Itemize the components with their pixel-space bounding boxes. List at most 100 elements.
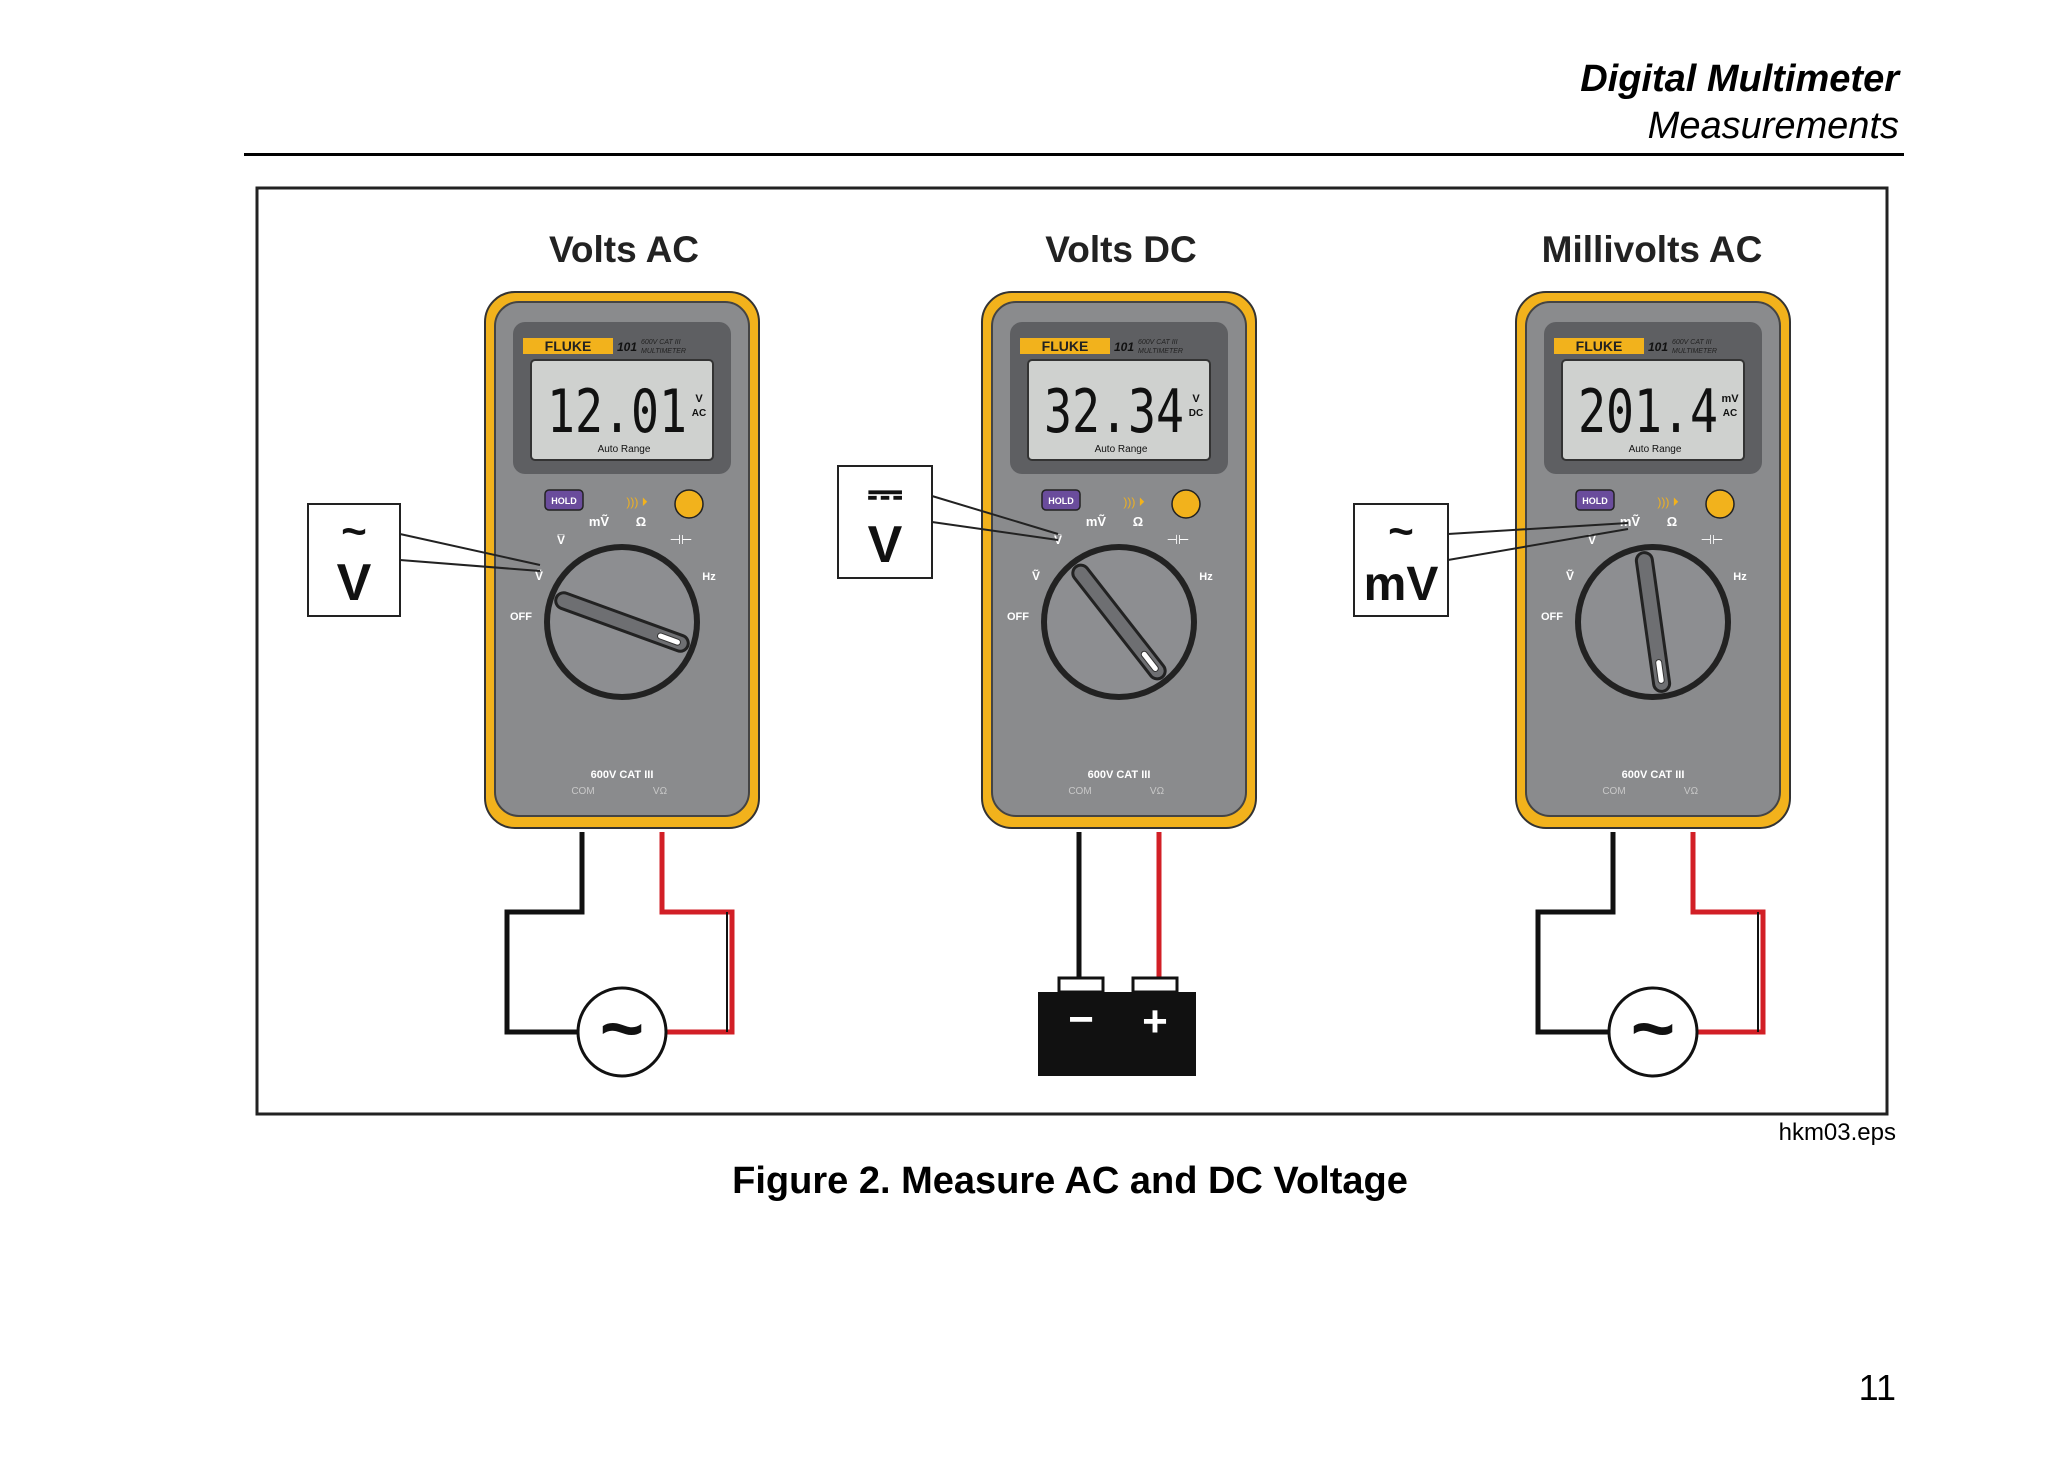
- yellow-button: [674, 489, 704, 519]
- mode-dc-v-label: V̅: [557, 533, 565, 547]
- type-label: MULTIMETER: [1138, 348, 1183, 355]
- yellow-button: [1171, 489, 1201, 519]
- lcd-screen: [530, 359, 714, 461]
- callout-leader: [931, 495, 1059, 541]
- header-subtitle: Measurements: [1647, 105, 1899, 147]
- mode-mv-label: mṼ: [1620, 514, 1641, 529]
- lcd-reading: 201.4: [1578, 377, 1718, 447]
- callout-leader: [399, 533, 541, 572]
- jack-v-label: VΩ: [1150, 786, 1165, 797]
- continuity-icon: ))) ⏵: [1657, 495, 1678, 509]
- jack-com-label: COM: [1068, 786, 1091, 797]
- ac-source-symbol: ~: [600, 986, 644, 1071]
- callout-mode-symbol: ~: [1388, 507, 1414, 556]
- rating-label: 600V CAT III: [1138, 339, 1178, 346]
- lcd-unit: V: [1192, 393, 1200, 405]
- hold-label: HOLD: [551, 496, 577, 506]
- jack-rating-label: 600V CAT III: [1622, 769, 1685, 781]
- lcd-screen: [1561, 359, 1745, 461]
- lcd-unit: V: [695, 393, 703, 405]
- callout-mode-symbol: ~: [341, 507, 367, 556]
- jack-rating-label: 600V CAT III: [591, 769, 654, 781]
- lcd-range-label: Auto Range: [1629, 444, 1682, 455]
- off-label: OFF: [1007, 611, 1029, 623]
- brand-strip: [1020, 338, 1110, 354]
- battery: [1038, 992, 1196, 1076]
- lcd-screen: [1027, 359, 1211, 461]
- rating-label: 600V CAT III: [641, 339, 681, 346]
- callout-leader: [1447, 522, 1629, 561]
- jack-rating-label: 600V CAT III: [1088, 769, 1151, 781]
- lcd-mode: DC: [1189, 408, 1203, 419]
- figure-filename: hkm03.eps: [1778, 1119, 1896, 1146]
- off-label: OFF: [510, 611, 532, 623]
- brand-logo: FLUKE: [1042, 338, 1089, 354]
- continuity-icon: ))) ⏵: [626, 495, 647, 509]
- capacitance-icon: ⊣⊢: [1167, 532, 1190, 547]
- ac-source: [1607, 986, 1699, 1078]
- mode-ac-v-label: Ṽ: [1566, 568, 1574, 583]
- mode-mv-label: mṼ: [589, 514, 610, 529]
- hold-label: HOLD: [1582, 496, 1608, 506]
- black-lead: [1535, 832, 1616, 1035]
- callout-box: [1353, 503, 1449, 617]
- meter-panel-2: Volts DC FLUKE 101 600V CAT III MULTIMETER 32…: [837, 229, 1257, 1076]
- red-lead: [659, 832, 735, 1035]
- hold-label: HOLD: [1048, 496, 1074, 506]
- ac-source: [576, 986, 668, 1078]
- ac-source-symbol: ~: [1631, 986, 1675, 1071]
- model-number: 101: [1648, 340, 1668, 354]
- panel-title: Volts DC: [1045, 229, 1196, 270]
- callout-box: [837, 465, 933, 579]
- lcd-reading: 12.01: [547, 377, 687, 447]
- jack-v-label: VΩ: [1684, 786, 1699, 797]
- mode-dc-v-label: V̅: [1588, 533, 1596, 547]
- lcd-mode: AC: [1723, 408, 1737, 419]
- hold-button: [1041, 489, 1081, 511]
- brand-logo: FLUKE: [1576, 338, 1623, 354]
- battery-plus: +: [1142, 997, 1168, 1046]
- lcd-mode: AC: [692, 408, 706, 419]
- page-number: 11: [1858, 1367, 1896, 1408]
- hold-button: [1575, 489, 1615, 511]
- figure-caption: Figure 2. Measure AC and DC Voltage: [732, 1160, 1408, 1202]
- capacitance-icon: ⊣⊢: [1701, 532, 1724, 547]
- dial-indicator: [657, 632, 681, 646]
- type-label: MULTIMETER: [1672, 348, 1717, 355]
- hz-label: Hz: [702, 571, 716, 583]
- panel-title: Volts AC: [549, 229, 699, 270]
- callout-unit: V: [868, 516, 903, 574]
- brand-strip: [523, 338, 613, 354]
- jack-com-label: COM: [571, 786, 594, 797]
- battery-minus: −: [1068, 995, 1094, 1044]
- hz-label: Hz: [1733, 571, 1747, 583]
- dial-pointer: [1634, 551, 1672, 693]
- off-label: OFF: [1541, 611, 1563, 623]
- dial-bar: [1071, 563, 1167, 681]
- lcd-range-label: Auto Range: [598, 444, 651, 455]
- callout-unit: mV: [1364, 558, 1439, 611]
- type-label: MULTIMETER: [641, 348, 686, 355]
- hold-button: [544, 489, 584, 511]
- continuity-icon: ))) ⏵: [1123, 495, 1144, 509]
- dial-pointer: [554, 591, 690, 653]
- callout-box: [307, 503, 401, 617]
- header-rule: [244, 153, 1904, 156]
- callout-mode-symbol: ⎓: [867, 469, 902, 518]
- brand-strip: [1554, 338, 1644, 354]
- dial-indicator: [1140, 650, 1159, 672]
- lcd-range-label: Auto Range: [1095, 444, 1148, 455]
- battery-terminal-plus: [1131, 976, 1179, 994]
- mode-ohm-label: Ω: [1667, 514, 1677, 529]
- model-number: 101: [1114, 340, 1134, 354]
- rating-label: 600V CAT III: [1672, 339, 1712, 346]
- lcd-reading: 32.34: [1044, 377, 1184, 447]
- model-number: 101: [617, 340, 637, 354]
- dial-bar: [554, 591, 690, 653]
- mode-ac-v-label: Ṽ: [1032, 568, 1040, 583]
- mode-ohm-label: Ω: [636, 514, 646, 529]
- yellow-button: [1705, 489, 1735, 519]
- header-title: Digital Multimeter: [1580, 58, 1899, 100]
- hz-label: Hz: [1199, 571, 1213, 583]
